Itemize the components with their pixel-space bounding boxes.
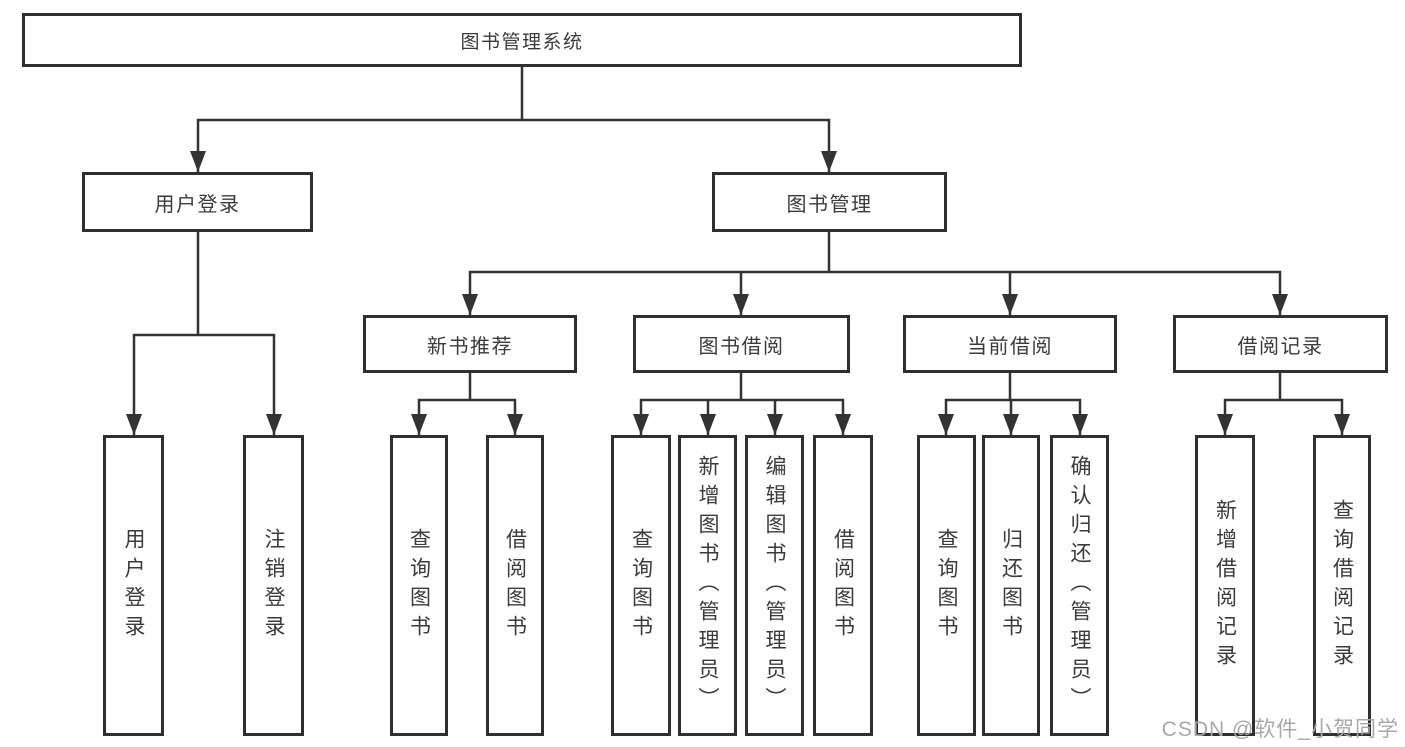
node-label: 用户登录 [154, 193, 241, 216]
leaf-borrow-books: 借阅图书 [813, 435, 873, 736]
leaf-query-books-borrowing: 查询图书 [611, 435, 671, 736]
node-label: 查询图书 [407, 527, 431, 644]
node-label: 新书推荐 [427, 335, 513, 358]
node-label: 编辑图书（管理员） [763, 455, 787, 716]
node-label: 借阅图书 [831, 527, 855, 644]
node-label: 注销登录 [262, 527, 286, 644]
node-label: 图书借阅 [698, 335, 785, 358]
node-label: 借阅记录 [1237, 335, 1324, 358]
node-label: 新增借阅记录 [1213, 498, 1237, 673]
node-user-login: 用户登录 [82, 172, 313, 232]
node-borrowing-records: 借阅记录 [1173, 315, 1388, 373]
leaf-return-book: 归还图书 [982, 435, 1040, 736]
node-label: 当前借阅 [967, 335, 1053, 358]
leaf-edit-book-admin: 编辑图书（管理员） [745, 435, 804, 736]
leaf-logout: 注销登录 [243, 435, 304, 736]
node-book-management: 图书管理 [712, 172, 947, 232]
node-library-management-system: 图书管理系统 [22, 13, 1022, 67]
node-label: 新增图书（管理员） [696, 455, 720, 716]
node-label: 查询图书 [629, 527, 653, 644]
node-new-book-recommend: 新书推荐 [363, 315, 577, 373]
node-label: 查询借阅记录 [1330, 498, 1354, 673]
node-current-borrowing: 当前借阅 [903, 315, 1117, 373]
node-label: 确认归还（管理员） [1068, 455, 1092, 716]
leaf-query-borrow-record: 查询借阅记录 [1313, 435, 1371, 736]
leaf-borrow-books-recommend: 借阅图书 [486, 435, 544, 736]
leaf-add-borrow-record: 新增借阅记录 [1195, 435, 1255, 736]
node-label: 用户登录 [122, 527, 146, 644]
node-label: 借阅图书 [503, 527, 527, 644]
leaf-confirm-return-admin: 确认归还（管理员） [1050, 435, 1109, 736]
leaf-add-book-admin: 新增图书（管理员） [678, 435, 737, 736]
csdn-watermark: CSDN @软件_小贺同学 [1161, 718, 1399, 741]
leaf-query-books-current: 查询图书 [917, 435, 976, 736]
node-book-borrowing: 图书借阅 [633, 315, 850, 373]
leaf-user-login: 用户登录 [103, 435, 164, 736]
node-label: 查询图书 [935, 527, 959, 644]
leaf-query-books-recommend: 查询图书 [390, 435, 448, 736]
node-label: 图书管理 [786, 193, 873, 216]
node-label: 图书管理系统 [460, 31, 584, 53]
node-label: 归还图书 [999, 527, 1023, 644]
